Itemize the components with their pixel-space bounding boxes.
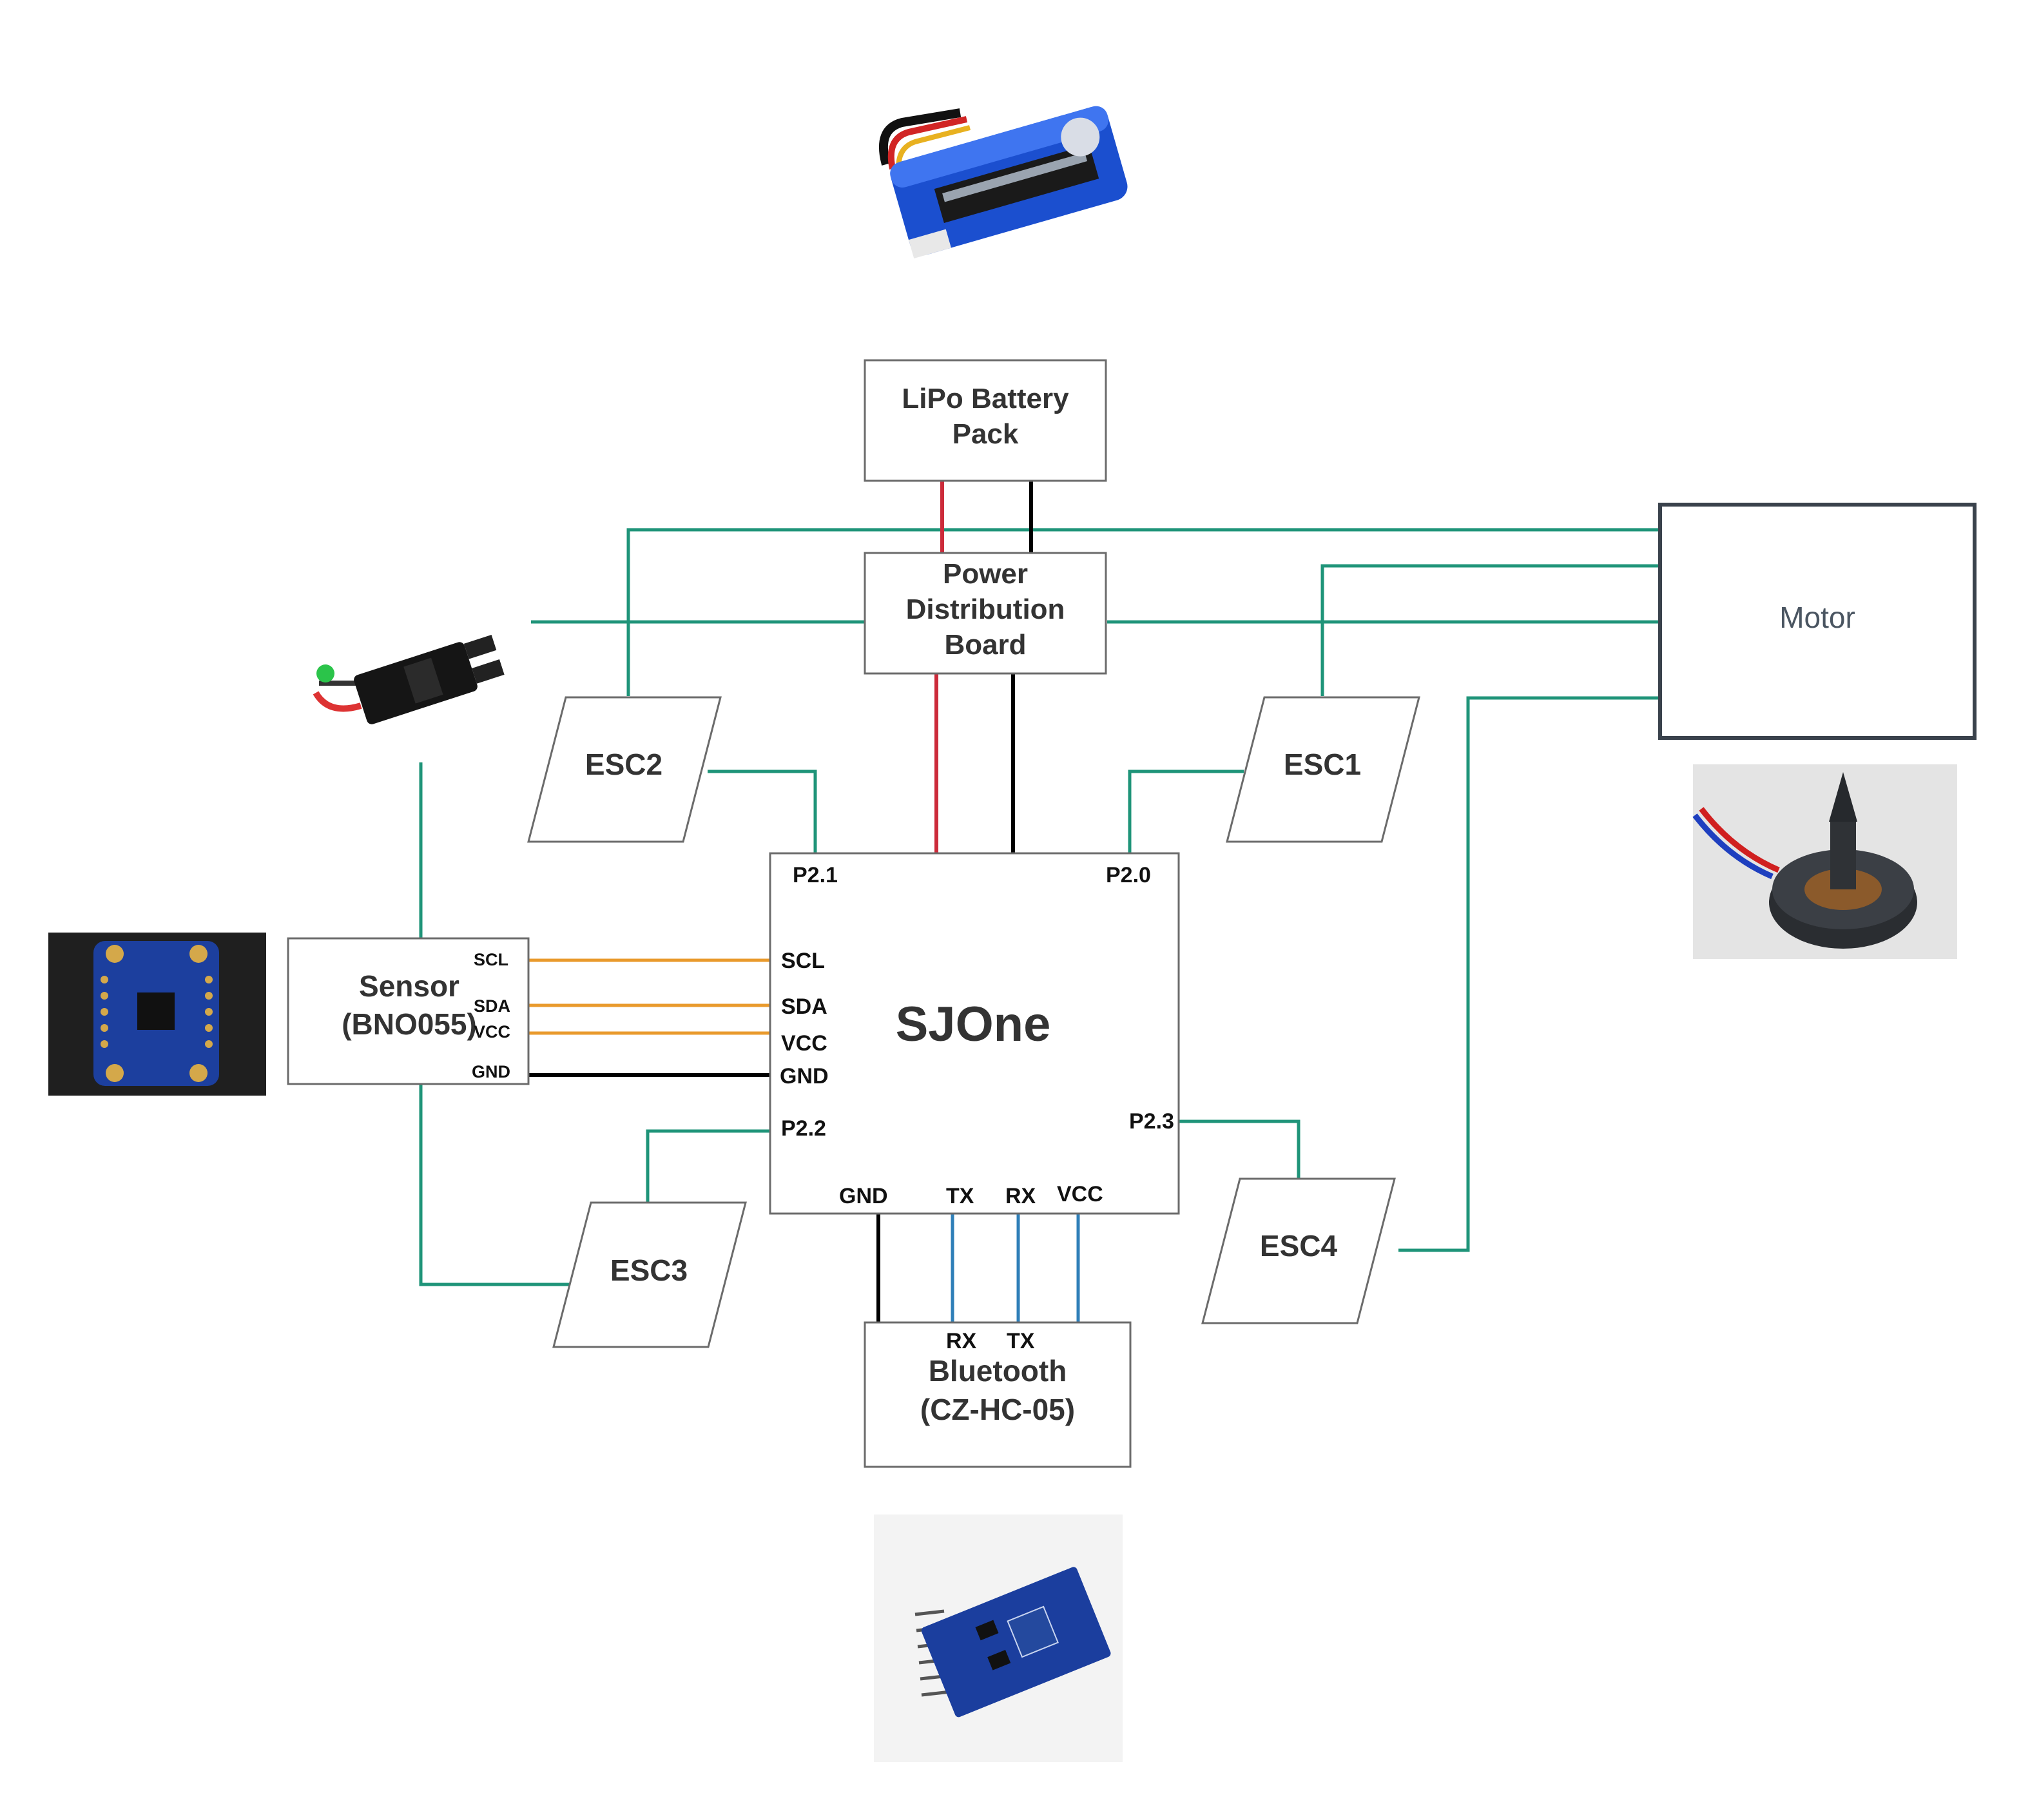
bluetooth-node: RX TX Bluetooth (CZ-HC-05) <box>864 1321 1132 1468</box>
uart-wires <box>951 1214 1080 1322</box>
sensor-pin-scl: SCL <box>474 950 508 969</box>
sjone-pin-p20: P2.0 <box>1106 863 1151 887</box>
esc4-node: ESC4 <box>1201 1177 1396 1324</box>
esc3-label: ESC3 <box>610 1254 688 1287</box>
battery-label-line2: Pack <box>952 418 1019 450</box>
esc1-node: ESC1 <box>1226 696 1420 843</box>
sjone-pin-vcc-bottom: VCC <box>1057 1182 1103 1206</box>
esc1-label: ESC1 <box>1284 748 1361 781</box>
esc3-node: ESC3 <box>552 1201 747 1348</box>
motor-label: Motor <box>1779 601 1855 634</box>
bluetooth-module-photo <box>874 1515 1123 1762</box>
bluetooth-label-line1: Bluetooth <box>929 1354 1067 1388</box>
pdb-node: Power Distribution Board <box>864 552 1107 675</box>
esc2-node: ESC2 <box>527 696 722 843</box>
sjone-pin-p22: P2.2 <box>781 1116 826 1141</box>
sensor-node: Sensor (BNO055) SCL SDA VCC GND <box>287 937 530 1085</box>
sjone-pin-p21: P2.1 <box>793 863 838 887</box>
battery-label-line1: LiPo Battery <box>902 383 1069 414</box>
sensor-label-line1: Sensor <box>359 969 459 1003</box>
esc4-label: ESC4 <box>1260 1229 1338 1263</box>
esc2-label: ESC2 <box>585 748 662 781</box>
sjone-pin-scl: SCL <box>781 949 825 973</box>
esc-photo <box>306 615 512 751</box>
motor-node: Motor <box>1658 503 1977 740</box>
sjone-pin-gnd: GND <box>780 1064 829 1089</box>
sensor-label-line2: (BNO055) <box>342 1007 477 1041</box>
brushless-motor-photo <box>1692 764 1957 959</box>
sjone-pin-vcc: VCC <box>781 1031 827 1056</box>
signal-wires <box>419 528 1660 1286</box>
i2c-wires <box>528 958 770 1035</box>
sensor-pin-sda: SDA <box>474 996 510 1016</box>
sjone-pin-sda: SDA <box>781 994 827 1019</box>
bluetooth-label-line2: (CZ-HC-05) <box>920 1393 1075 1426</box>
sensor-pin-gnd: GND <box>472 1062 510 1081</box>
sjone-pin-gnd-bottom: GND <box>839 1184 888 1208</box>
pdb-label-line2: Distribution <box>906 594 1065 625</box>
ground-wires <box>528 481 1033 1322</box>
sjone-pin-rx: RX <box>1005 1184 1036 1208</box>
sensor-pin-vcc: VCC <box>474 1022 510 1041</box>
sjone-node: SJOne P2.1 P2.0 SCL SDA VCC GND P2.2 P2.… <box>769 852 1180 1215</box>
bluetooth-pin-tx: TX <box>1007 1329 1035 1353</box>
lipo-battery-photo <box>876 68 1134 280</box>
sjone-label: SJOne <box>896 997 1051 1052</box>
pdb-label-line1: Power <box>943 558 1028 590</box>
bno055-sensor-photo <box>48 933 266 1096</box>
pdb-label-line3: Board <box>944 629 1026 661</box>
battery-node: LiPo Battery Pack <box>864 359 1107 482</box>
sjone-pin-tx: TX <box>946 1184 974 1208</box>
bluetooth-pin-rx: RX <box>946 1329 977 1353</box>
sjone-pin-p23: P2.3 <box>1129 1109 1174 1134</box>
power-wires <box>934 481 944 853</box>
